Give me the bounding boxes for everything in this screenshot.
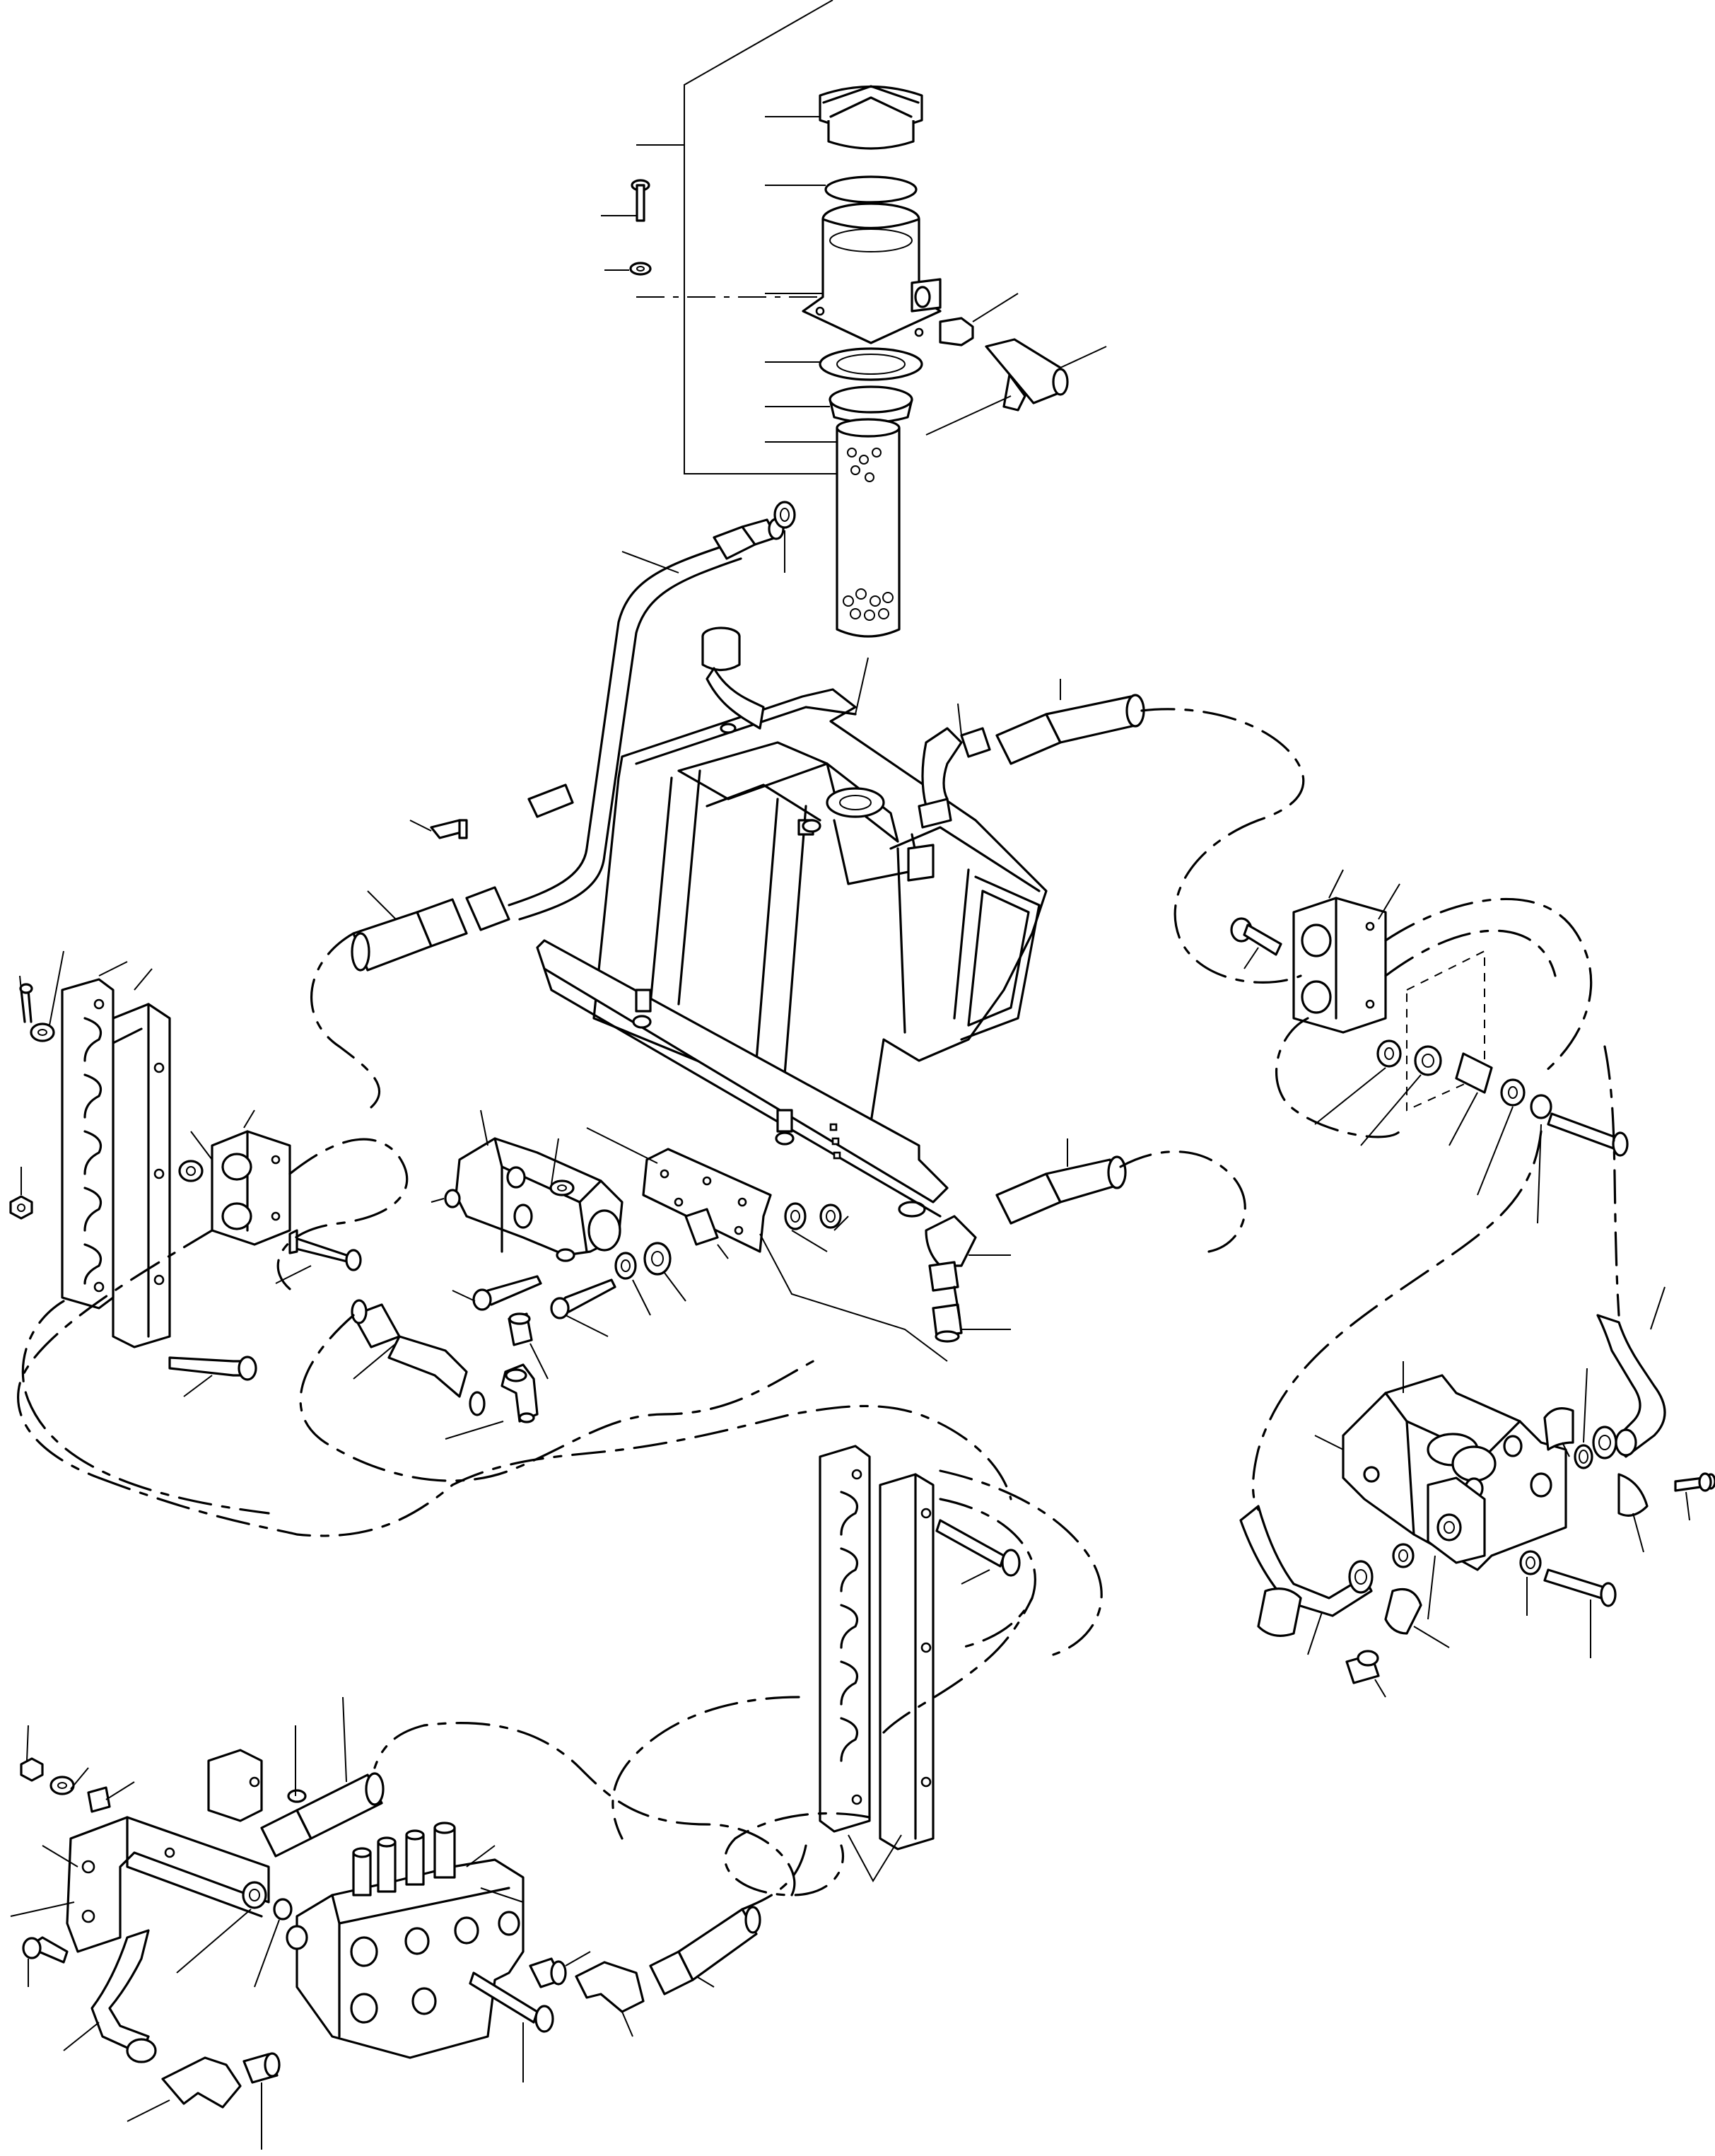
valve-outlet-hose — [649, 1906, 761, 1995]
clamp-bolt-left — [168, 1356, 257, 1397]
control-valve-bracket — [10, 1749, 270, 1953]
mounting-plate — [586, 1127, 772, 1253]
pump-half-flange-upper — [1543, 1407, 1574, 1457]
centre-hose-clamp-strip-front — [848, 1473, 935, 1883]
hose-clamp-strip-front — [112, 968, 171, 1348]
tank-return-elbow — [907, 703, 991, 882]
pump-mounting-bolt — [1543, 1568, 1617, 1658]
valve-port-adapter — [508, 1312, 549, 1380]
centre-clamp-bolt — [935, 1519, 1021, 1585]
right-clamp-nut — [1477, 1078, 1552, 1196]
centre-hose-clamp-strip-rear — [819, 1445, 871, 1833]
plate-spacer — [784, 1202, 849, 1252]
filter-mounting-washer — [604, 262, 652, 276]
tank-suction-elbow — [925, 1215, 1011, 1292]
right-hose-clamp-block — [1292, 869, 1400, 1034]
hose-clamp-block — [190, 1109, 291, 1246]
filter-housing — [765, 202, 942, 344]
valve-inlet-elbow — [127, 2056, 242, 2122]
clamp-washer — [30, 950, 64, 1042]
tank-return-hose — [995, 679, 1145, 765]
pump-oring — [1392, 1368, 1593, 1568]
valve-mounting-bolt-2 — [550, 1278, 616, 1337]
pump-suction-flange-screw — [1345, 1555, 1436, 1698]
valve-tee-fitting — [445, 1363, 539, 1440]
valve-tie-rod — [469, 1971, 554, 2082]
return-pipe-seal — [773, 501, 796, 573]
filter-assembly-bracket — [636, 0, 854, 474]
clamp-block-washer — [178, 1160, 204, 1182]
valve-feed-hose — [351, 1299, 486, 1416]
tank-filler-neck — [701, 627, 765, 734]
tank-suction-adapter — [932, 1303, 1011, 1343]
filler-cap — [765, 85, 923, 150]
valve-mounting-bolt-1 — [452, 1275, 542, 1311]
filter-mounting-screw — [601, 179, 650, 222]
clamp-block-bolt — [275, 1229, 362, 1284]
valve-spacer-bushing — [614, 1208, 729, 1316]
pump-suction-half-flange — [1257, 1587, 1450, 1648]
clamp-split-pin — [19, 975, 33, 1023]
bracket-fasteners — [20, 1725, 135, 1987]
cap-seal-ring — [765, 175, 918, 204]
pipe-clip — [409, 783, 574, 839]
right-clamp-washer — [1314, 1039, 1402, 1125]
return-pipe — [508, 518, 785, 921]
valve-bracket-spacer — [176, 1881, 293, 1988]
hydraulic-line-routing — [17, 708, 1620, 1911]
tank-mounting-rail — [536, 939, 949, 1218]
tank-hose-left — [351, 886, 510, 972]
hydraulic-tank — [592, 688, 1048, 1218]
pump-pressure-hose — [1592, 1286, 1666, 1459]
filter-tee-fitting — [925, 338, 1107, 436]
valve-inlet-fitting — [242, 2052, 281, 2150]
tank-suction-hose — [995, 1138, 1127, 1225]
right-clamp-bolt — [1230, 917, 1282, 969]
control-lever-sleeve — [260, 1696, 385, 1858]
directional-control-valve — [286, 1822, 525, 2059]
pump-mounting-washer — [1519, 1550, 1542, 1616]
valve-outlet-fitting — [529, 1951, 591, 1988]
filter-flange — [765, 385, 913, 424]
flow-divider-valve — [431, 1109, 624, 1262]
clamp-nut — [9, 1167, 33, 1220]
mounting-plate-leadline — [759, 1233, 948, 1362]
filter-outlet-fitting — [939, 293, 1019, 346]
filter-element — [765, 418, 901, 715]
valve-outlet-elbow — [575, 1961, 645, 2037]
right-clamp-spacer — [1360, 1045, 1442, 1146]
pump-flange-screw — [1674, 1472, 1712, 1521]
hose-clamp-strip-rear — [61, 961, 128, 1310]
housing-gasket — [765, 347, 923, 381]
right-clamp-sleeve — [1448, 1052, 1493, 1146]
hydraulic-gear-pump — [1314, 1361, 1567, 1571]
pump-suction-hose — [1239, 1505, 1374, 1655]
valve-inlet-hose — [63, 1929, 157, 2063]
